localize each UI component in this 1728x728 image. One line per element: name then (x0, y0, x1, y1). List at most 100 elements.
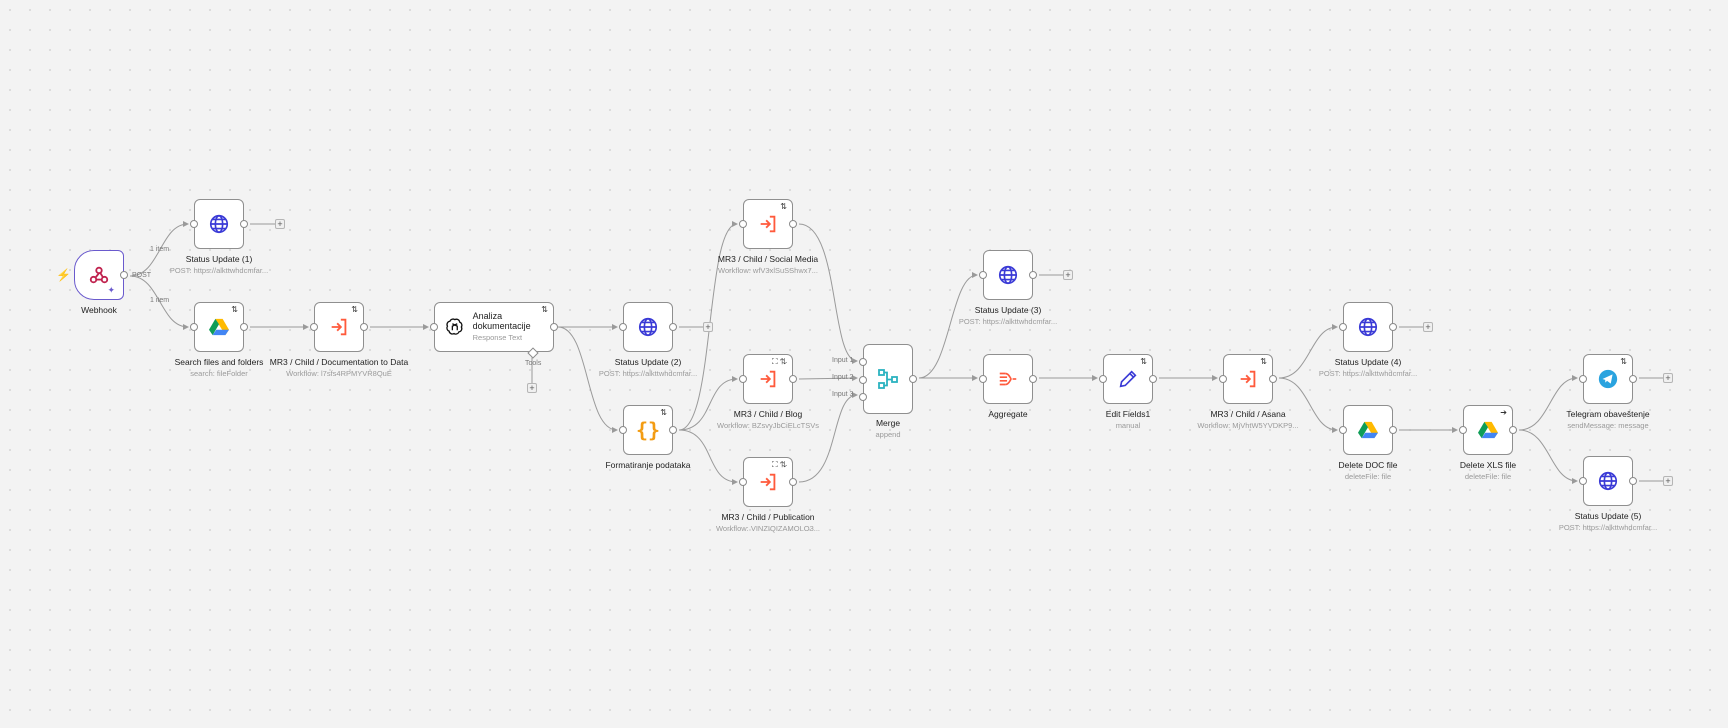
output-port[interactable] (240, 220, 248, 228)
merge-input-label: Input 2 (832, 374, 854, 381)
node-label: Formatiranje podataka (605, 460, 691, 470)
input-port[interactable] (739, 478, 747, 486)
execute-workflow-icon (760, 473, 776, 491)
add-node-button[interactable]: + (1663, 373, 1673, 383)
output-port[interactable] (669, 323, 677, 331)
aggregate-icon (999, 372, 1017, 386)
output-port[interactable] (1029, 271, 1037, 279)
edge-item-count: 1 item (150, 246, 170, 253)
output-port[interactable] (789, 478, 797, 486)
output-port[interactable] (1029, 375, 1037, 383)
webhook-icon (89, 266, 109, 284)
output-port[interactable] (1629, 375, 1637, 383)
add-node-button[interactable]: + (1423, 322, 1433, 332)
add-node-button[interactable]: + (1663, 476, 1673, 486)
input-port[interactable] (1099, 375, 1107, 383)
input-port[interactable] (619, 426, 627, 434)
arrow-right-icon: ➔ (1500, 408, 1507, 417)
input-port[interactable] (619, 323, 627, 331)
output-port[interactable] (1389, 426, 1397, 434)
pin-icon: ✦ (107, 285, 115, 295)
node-delete-doc[interactable] (1339, 405, 1397, 455)
node-mr3-documentation[interactable]: ⇅ (310, 302, 368, 352)
node-status-update-4[interactable] (1339, 302, 1397, 352)
output-port[interactable] (669, 426, 677, 434)
input-port[interactable] (1459, 426, 1467, 434)
output-port[interactable] (1389, 323, 1397, 331)
google-drive-icon (1478, 421, 1498, 439)
node-telegram[interactable]: ⇅ (1579, 354, 1637, 404)
add-node-button[interactable]: + (275, 219, 285, 229)
input-port[interactable] (190, 220, 198, 228)
input-port[interactable] (1339, 323, 1347, 331)
node-mr3-publication[interactable]: ⛶ ⇅ (739, 457, 797, 507)
sync-icon: ⇅ (1620, 357, 1627, 366)
node-status-update-2[interactable] (619, 302, 677, 352)
node-mr3-social-media[interactable]: ⇅ (739, 199, 797, 249)
node-status-update-5[interactable] (1579, 456, 1637, 506)
node-label: Webhook (81, 305, 117, 315)
globe-icon (1358, 317, 1378, 337)
node-formatiranje-podataka[interactable]: {} ⇅ (619, 405, 677, 455)
node-status-update-1[interactable] (190, 199, 248, 249)
input-port[interactable] (310, 323, 318, 331)
input-port[interactable] (1579, 375, 1587, 383)
tools-label: Tools (525, 360, 542, 367)
node-mr3-blog[interactable]: ⛶ ⇅ (739, 354, 797, 404)
input-port[interactable] (1219, 375, 1227, 383)
output-port[interactable] (1149, 375, 1157, 383)
input-port[interactable] (979, 375, 987, 383)
output-port[interactable] (240, 323, 248, 331)
sync-icon: ⇅ (780, 202, 787, 211)
node-status-update-3[interactable] (979, 250, 1037, 300)
globe-icon (209, 214, 229, 234)
output-port[interactable] (1629, 477, 1637, 485)
input-port[interactable] (1339, 426, 1347, 434)
webhook-method-label: POST (132, 272, 152, 279)
input-port-3[interactable] (859, 393, 867, 401)
globe-icon (1598, 471, 1618, 491)
sync-icon: ⇅ (541, 305, 548, 314)
node-delete-xls[interactable]: ➔ (1459, 405, 1517, 455)
node-merge[interactable] (859, 344, 917, 414)
output-port[interactable] (1509, 426, 1517, 434)
input-port[interactable] (979, 271, 987, 279)
add-tool-button[interactable]: + (527, 383, 537, 393)
node-mr3-asana[interactable]: ⇅ (1219, 354, 1277, 404)
node-search-files[interactable]: ⇅ (190, 302, 248, 352)
node-webhook[interactable]: ✦ (74, 250, 128, 300)
node-label: Status Update (3)POST: https://alkttwhdc… (958, 305, 1058, 326)
node-aggregate[interactable] (979, 354, 1037, 404)
output-port[interactable] (360, 323, 368, 331)
output-port[interactable] (909, 375, 917, 383)
sync-icon: ⇅ (231, 305, 238, 314)
node-edit-fields[interactable]: ⇅ (1099, 354, 1157, 404)
execute-workflow-icon (1240, 370, 1256, 388)
input-port[interactable] (1579, 477, 1587, 485)
input-port[interactable] (739, 375, 747, 383)
input-port-2[interactable] (859, 376, 867, 384)
input-port[interactable] (739, 220, 747, 228)
input-port-1[interactable] (859, 358, 867, 366)
sync-icon: ⛶ ⇅ (771, 357, 787, 366)
output-port[interactable] (789, 220, 797, 228)
add-node-button[interactable]: + (1063, 270, 1073, 280)
input-port[interactable] (430, 323, 438, 331)
output-port[interactable] (1269, 375, 1277, 383)
output-port[interactable] (789, 375, 797, 383)
trigger-lightning-icon: ⚡ (56, 268, 71, 282)
merge-input-label: Input 1 (832, 357, 854, 364)
output-port[interactable] (120, 271, 128, 279)
input-port[interactable] (190, 323, 198, 331)
output-port[interactable] (550, 323, 558, 331)
add-node-button[interactable]: + (703, 322, 713, 332)
